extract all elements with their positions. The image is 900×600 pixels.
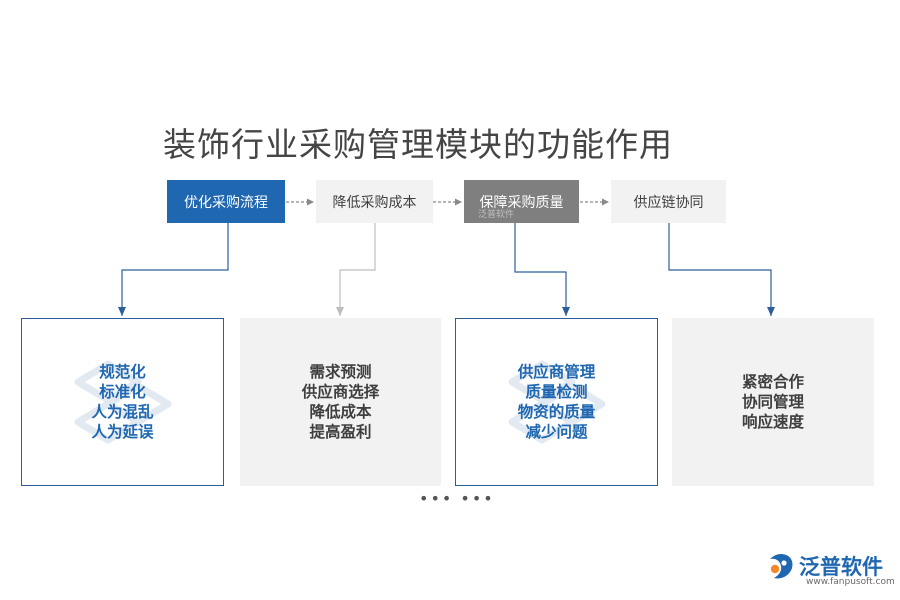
card-line: 物资的质量: [517, 403, 596, 421]
card-text-2: 需求预测 供应商选择 降低成本 提高盈利: [302, 362, 380, 442]
card-line: 质量检测: [525, 383, 588, 401]
card-1: 规范化 标准化 人为混乱 人为延误: [21, 318, 224, 486]
card-line: 紧密合作: [741, 373, 804, 391]
watermark-logo-icon: [74, 360, 171, 444]
step-label-1: 优化采购流程: [184, 194, 268, 211]
watermark-logo-icon: [508, 360, 605, 444]
brand-url: www.fanpusoft.com: [806, 577, 895, 587]
card-text-1: 规范化 标准化 人为混乱 人为延误: [91, 362, 153, 442]
page-title: 装饰行业采购管理模块的功能作用: [163, 125, 673, 164]
card-line: 供应商选择: [301, 383, 380, 401]
card-3: 供应商管理 质量检测 物资的质量 减少问题: [455, 318, 658, 486]
card-line: 人为延误: [91, 423, 154, 441]
card-text-4: 紧密合作 协同管理 响应速度: [742, 372, 804, 432]
step-label-4: 供应链协同: [633, 194, 704, 211]
step-label-3: 保障采购质量: [479, 194, 564, 211]
connector-3: [514, 223, 570, 316]
step-watermark: 泛普软件: [478, 210, 515, 220]
step-label-2: 降低采购成本: [332, 194, 417, 211]
card-line: 供应商管理: [517, 363, 596, 381]
card-line: 规范化: [99, 363, 146, 381]
brand-name: 泛普软件: [799, 555, 883, 579]
brand-logo: 泛普软件 www.fanpusoft.com: [766, 550, 895, 592]
card-line: 提高盈利: [309, 423, 372, 441]
brand-logo-icon: [770, 554, 793, 579]
connector-2: [336, 223, 376, 316]
card-line: 响应速度: [741, 413, 804, 431]
step-box-4: 供应链协同: [611, 180, 726, 223]
card-2: 需求预测 供应商选择 降低成本 提高盈利: [240, 318, 441, 486]
card-text-3: 供应商管理 质量检测 物资的质量 减少问题: [518, 362, 596, 442]
ellipsis: ••• •••: [419, 489, 495, 508]
step-box-1: 优化采购流程: [167, 180, 285, 223]
card-line: 需求预测: [309, 363, 372, 381]
step-box-3: 保障采购质量 泛普软件: [464, 180, 579, 223]
card-line: 减少问题: [525, 423, 588, 441]
step-box-2: 降低采购成本: [316, 180, 433, 223]
card-line: 降低成本: [309, 403, 372, 421]
card-line: 协同管理: [741, 393, 804, 411]
card-line: 人为混乱: [91, 403, 154, 421]
connector-1: [118, 223, 229, 316]
card-line: 标准化: [99, 383, 146, 401]
connector-4: [668, 223, 775, 316]
card-4: 紧密合作 协同管理 响应速度: [672, 318, 874, 486]
